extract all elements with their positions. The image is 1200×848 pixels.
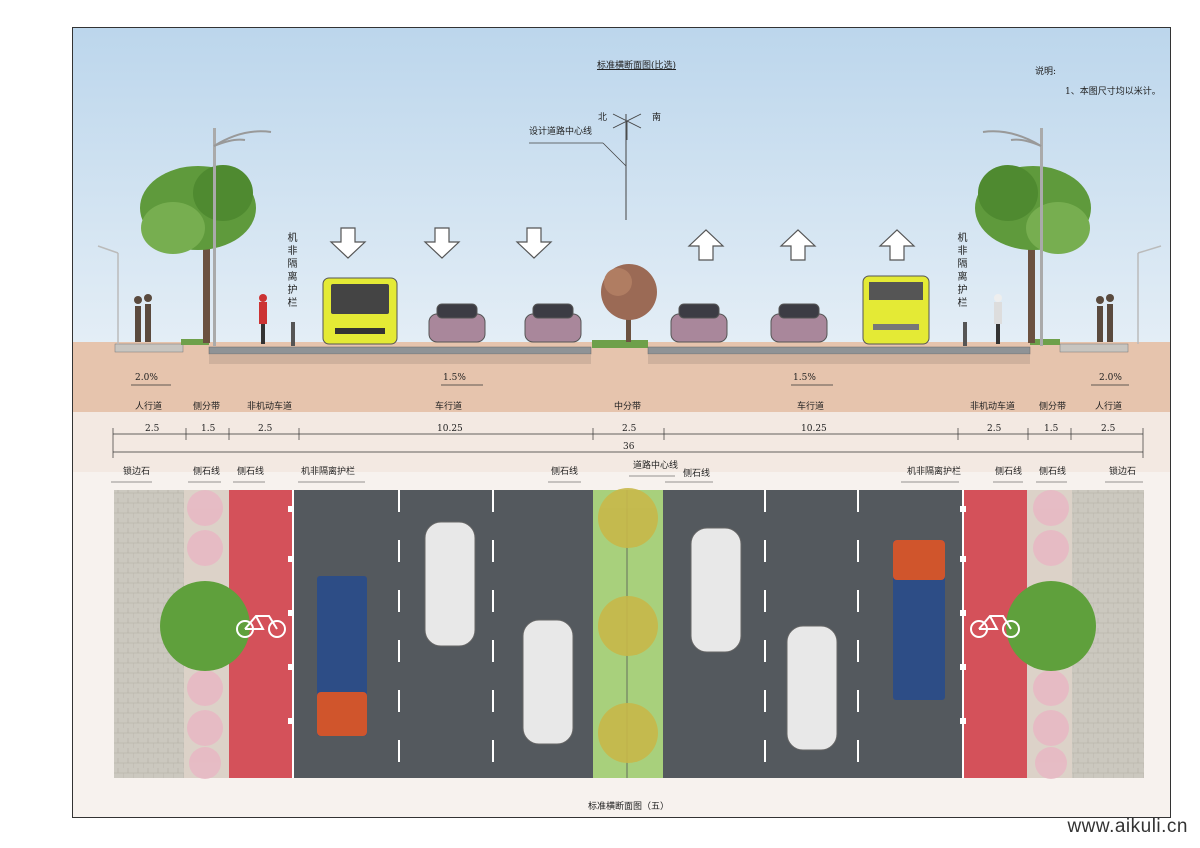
right-sidewalk-surface	[1059, 343, 1129, 353]
notes-heading: 说明:	[1035, 67, 1057, 77]
car-plan-4	[786, 625, 838, 751]
bicycle-icon	[236, 615, 286, 638]
section-label: 车行道	[435, 402, 463, 412]
left-shrub	[160, 581, 250, 671]
section-label: 非机动车道	[247, 402, 293, 412]
slope-left-sidewalk: 2.0%	[135, 373, 158, 383]
plan-label-curb-left: 锁边石	[123, 467, 151, 477]
left-street-lamp	[213, 128, 272, 346]
dim-value: 2.5	[145, 424, 160, 434]
right-side-hedge	[1030, 339, 1060, 345]
arrow-down-3	[515, 227, 553, 259]
section-label: 侧分带	[1039, 402, 1067, 412]
car-front-2	[524, 303, 582, 343]
right-tree	[975, 165, 1091, 343]
dim-value: 1.5	[201, 424, 216, 434]
label-band	[73, 412, 1170, 472]
plan-label-side-line: 侧石线	[551, 467, 579, 477]
dim-value: 2.5	[622, 424, 637, 434]
car-plan-3	[690, 527, 742, 653]
pedestrians-left	[134, 294, 152, 342]
car-front-1	[428, 303, 486, 343]
arrow-down-2	[423, 227, 461, 259]
plan-label-barrier-right: 机非隔离护栏	[907, 467, 962, 477]
dim-value: 2.5	[258, 424, 273, 434]
plan-label-side-line: 侧石线	[237, 467, 265, 477]
bicycle-icon	[970, 615, 1020, 638]
right-shrub	[1006, 581, 1096, 671]
arrow-down-1	[329, 227, 367, 259]
plan-label-side-line: 侧石线	[683, 469, 711, 479]
bus-front-view	[322, 277, 398, 345]
pedestrians-right	[1096, 294, 1114, 342]
section-label: 非机动车道	[970, 402, 1016, 412]
right-barrier-post	[963, 322, 967, 346]
left-edge-pole	[97, 245, 119, 344]
cyclist-right	[994, 294, 1002, 344]
compass-symbol	[612, 113, 642, 140]
left-barrier-post	[291, 322, 295, 346]
dim-value: 10.25	[801, 424, 827, 434]
bus-plan-right	[893, 540, 945, 700]
section-label: 人行道	[1095, 402, 1123, 412]
total-width: 36	[623, 442, 635, 452]
left-tree	[140, 165, 256, 343]
section-label: 侧分带	[193, 402, 221, 412]
top-title: 标准横断面图(比选)	[597, 61, 677, 71]
plan-label-side-line: 侧石线	[995, 467, 1023, 477]
car-rear-2	[770, 303, 828, 343]
arrow-up-3	[878, 229, 916, 261]
median-hedge	[592, 340, 648, 348]
centerline-label: 设计道路中心线	[529, 127, 593, 137]
median-tree	[601, 264, 657, 342]
notes-item-1: 1、本图尺寸均以米计。	[1065, 87, 1161, 97]
compass-north-label: 北	[598, 113, 608, 123]
slope-left-road: 1.5%	[443, 373, 466, 383]
bus-plan-left	[317, 576, 367, 736]
right-street-lamp	[982, 128, 1043, 346]
section-label: 中分带	[614, 402, 642, 412]
slope-right-road: 1.5%	[793, 373, 816, 383]
section-label: 人行道	[135, 402, 163, 412]
drawing-frame: 标准横断面图(比选) 说明: 1、本图尺寸均以米计。 北 南 设计道路中心线 机…	[72, 27, 1171, 818]
watermark: www.aikuli.cn	[1067, 816, 1188, 837]
slope-right-sidewalk: 2.0%	[1099, 373, 1122, 383]
left-carriageway-surface	[208, 346, 592, 355]
right-edge-pole	[1137, 245, 1162, 344]
car-plan-1	[424, 521, 476, 647]
right-carriageway-surface	[647, 346, 1031, 355]
dim-value: 2.5	[987, 424, 1002, 434]
plan-label-barrier-left: 机非隔离护栏	[301, 467, 356, 477]
bus-rear-view	[862, 275, 930, 345]
plan-label-side-line: 侧石线	[1039, 467, 1067, 477]
barrier-label-left: 机非隔离护栏	[287, 233, 298, 309]
car-plan-2	[522, 619, 574, 745]
bottom-title: 标准横断面图（五）	[588, 802, 670, 812]
left-side-hedge	[181, 339, 209, 345]
plan-label-curb-right: 锁边石	[1109, 467, 1137, 477]
dimension-lines	[112, 428, 1144, 458]
dim-value: 2.5	[1101, 424, 1116, 434]
plan-view	[111, 475, 1144, 779]
compass-south-label: 南	[652, 113, 662, 123]
left-sidewalk-surface	[114, 343, 184, 353]
cyclist-left	[259, 294, 267, 344]
car-rear-1	[670, 303, 728, 343]
plan-label-road-center: 道路中心线	[633, 461, 679, 471]
plan-label-side-line: 侧石线	[193, 467, 221, 477]
barrier-label-right: 机非隔离护栏	[957, 233, 968, 309]
cross-section-drawing	[73, 28, 1170, 779]
dim-value: 10.25	[437, 424, 463, 434]
arrow-up-1	[687, 229, 725, 261]
section-label: 车行道	[797, 402, 825, 412]
dim-value: 1.5	[1044, 424, 1059, 434]
arrow-up-2	[779, 229, 817, 261]
